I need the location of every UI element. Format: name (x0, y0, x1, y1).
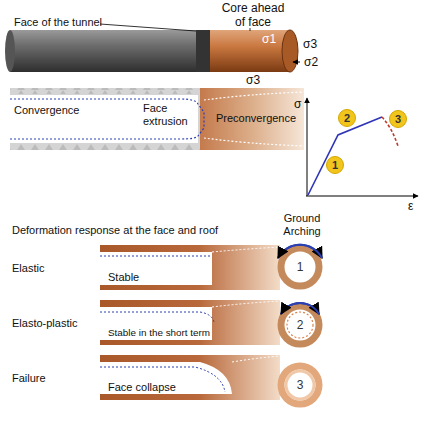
callout-circle: 2 (338, 109, 356, 127)
callout-number: 1 (297, 260, 304, 274)
axis-label: ε (408, 200, 413, 214)
callout-circle: 1 (326, 156, 344, 174)
stress-symbol: σ3 (246, 74, 260, 88)
stress-symbol: σ1 (262, 33, 276, 47)
state-label: Stable (108, 271, 139, 283)
arching-circle: 2 (288, 313, 312, 337)
callout-circle: 3 (389, 110, 407, 128)
deformation-panel: Stable (100, 245, 212, 290)
stress-symbol: σ2 (304, 56, 318, 70)
arching-circle: 3 (288, 373, 312, 397)
state-label: Stable in the short term (108, 327, 210, 338)
callout-number: 2 (297, 318, 304, 332)
deformation-label: Preconvergence (216, 112, 296, 125)
callout-number: 2 (344, 112, 350, 124)
arching-circle: 1 (288, 255, 312, 279)
deformation-label: Face extrusion (143, 102, 193, 127)
deformation-panel: Face collapse (100, 355, 230, 400)
callout-number: 3 (395, 113, 401, 125)
part-name: Face of the tunnel (14, 16, 102, 29)
row-label: Elastic (12, 262, 44, 275)
row-label: Failure (12, 372, 46, 385)
deformation-label: Convergence (14, 104, 79, 117)
stress-symbol: σ3 (303, 38, 317, 52)
axis-label: σ (294, 98, 301, 112)
part-name: Core ahead of face (218, 2, 288, 30)
state-label: Face collapse (108, 381, 176, 393)
section-heading: Ground Arching (278, 212, 326, 237)
callout-number: 3 (297, 378, 304, 392)
deformation-panel: Stable in the short term (100, 300, 216, 345)
row-label: Elasto-plastic (12, 317, 77, 330)
section-heading: Deformation response at the face and roo… (12, 224, 218, 237)
callout-number: 1 (332, 159, 338, 171)
